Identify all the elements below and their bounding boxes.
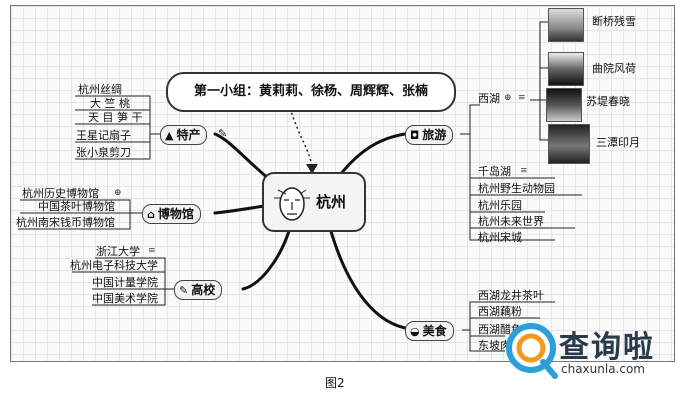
xihu-item: 曲院风荷: [592, 62, 636, 75]
head-icon: [274, 187, 310, 221]
bowuguan-item: 中国茶叶博物馆: [38, 200, 115, 213]
watermark-url: chaxunla.com: [561, 362, 645, 376]
xihu-item: 三潭印月: [596, 136, 640, 149]
watermark: 查询啦 chaxunla.com: [503, 318, 675, 388]
category-meishi[interactable]: ◒美食: [405, 321, 454, 341]
quyuan-photo: [548, 52, 584, 86]
techan-item: 张小泉剪刀: [76, 146, 131, 159]
building-icon: ⌂: [147, 208, 155, 221]
gaoxiao-item: 浙江大学: [96, 245, 140, 258]
lvyou-item: 杭州乐园: [478, 199, 522, 212]
globe-icon: ⊕: [114, 188, 122, 198]
lvyou-item: 杭州宋城: [478, 231, 522, 244]
lvyou-item: 杭州野生动物园: [478, 182, 555, 195]
attachment-icon: ✎: [218, 127, 228, 140]
note-icon: ≡: [520, 166, 528, 176]
camera-icon: ◘: [410, 129, 420, 142]
meishi-item: 西湖藕粉: [478, 305, 522, 318]
watermark-text: 查询啦: [559, 330, 655, 365]
branch-meishi: [328, 226, 407, 330]
xihu-item: 苏堤春晓: [586, 95, 630, 108]
category-lvyou-label: 旅游: [422, 128, 447, 142]
techan-item: 天 目 笋 干: [88, 111, 143, 124]
category-bowuguan-label: 博物馆: [157, 207, 194, 221]
lvyou-item: 千岛湖: [478, 165, 511, 178]
pencil-icon: ✎: [179, 284, 189, 297]
food-icon: ◒: [410, 325, 420, 338]
branch-gaoxiao: [241, 226, 292, 291]
xihu-item: 断桥残雪: [592, 15, 636, 28]
meishi-item: 东坡肉: [478, 339, 511, 352]
category-meishi-label: 美食: [422, 324, 447, 338]
globe-icon: ⊕: [504, 93, 512, 103]
figure-caption: 图2: [325, 376, 345, 390]
category-techan[interactable]: ▲特产: [160, 125, 208, 145]
xihu-label: 西湖: [478, 92, 500, 105]
category-lvyou[interactable]: ◘旅游: [405, 125, 454, 145]
category-techan-label: 特产: [176, 128, 201, 142]
mountain-icon: ▲: [165, 129, 174, 142]
techan-item: 王星记扇子: [76, 129, 131, 142]
branch-lvyou: [338, 132, 407, 177]
central-topic[interactable]: 杭州: [262, 172, 366, 232]
note-icon: ≡: [518, 93, 526, 103]
techan-item: 大 竺 桃: [90, 97, 130, 110]
note-icon: ≡: [148, 246, 156, 256]
category-bowuguan[interactable]: ⌂博物馆: [142, 204, 201, 224]
category-gaoxiao-label: 高校: [191, 283, 216, 297]
duanqiao-photo: [548, 8, 584, 42]
group-bubble: 第一小组：黄莉莉、徐杨、周辉辉、张楠: [166, 72, 456, 112]
bowuguan-item: 杭州南宋钱币博物馆: [16, 216, 115, 229]
meishi-item: 西湖醋鱼: [478, 323, 522, 336]
lvyou-item: 杭州未来世界: [478, 215, 544, 228]
meishi-item: 西湖龙井茶叶: [478, 289, 544, 302]
gaoxiao-item: 杭州电子科技大学: [70, 259, 158, 272]
central-topic-label: 杭州: [316, 193, 347, 211]
category-gaoxiao[interactable]: ✎高校: [174, 280, 223, 300]
bowuguan-item: 杭州历史博物馆: [22, 187, 99, 200]
techan-item: 杭州丝绸: [78, 83, 122, 96]
gaoxiao-item: 中国美术学院: [92, 292, 158, 305]
watermark-logo-icon: [506, 323, 558, 379]
sudi-photo: [546, 88, 582, 122]
gaoxiao-item: 中国计量学院: [92, 276, 158, 289]
santan-photo: [548, 124, 590, 164]
